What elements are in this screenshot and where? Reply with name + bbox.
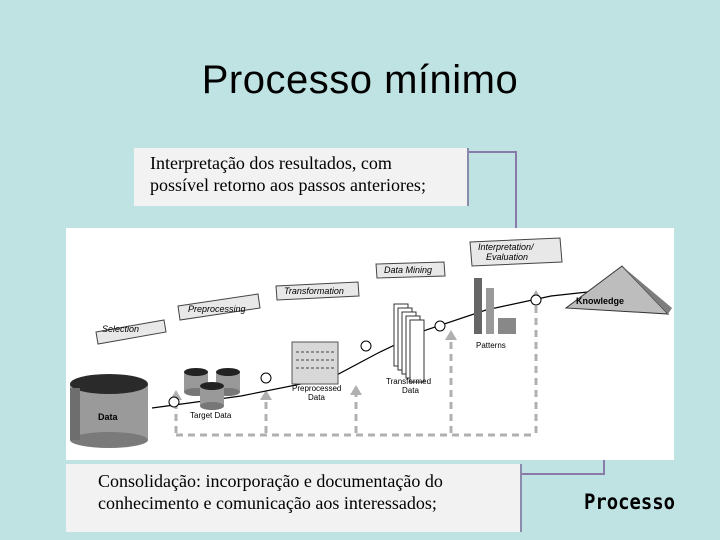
step-transformation: Transformation (276, 282, 359, 300)
step-interpretation-label-1: Interpretation/ (478, 242, 535, 252)
target-data-cylinders: Target Data (184, 368, 240, 420)
target-data-label: Target Data (190, 411, 232, 420)
interpretation-note-line-1: Interpretação dos resultados, com (150, 152, 467, 174)
process-label: Processo (584, 490, 675, 514)
interpretation-note: Interpretação dos resultados, com possív… (134, 148, 469, 206)
knowledge-pyramid: Knowledge (566, 266, 672, 314)
transformed-data-stack (394, 304, 424, 382)
preprocessed-label-1: Preprocessed (292, 384, 341, 393)
step-transformation-label: Transformation (284, 286, 344, 296)
consolidation-note-line-1: Consolidação: incorporação e documentaçã… (98, 470, 520, 492)
patterns-label: Patterns (476, 341, 506, 350)
patterns-chart: Patterns (474, 278, 516, 350)
step-data-mining: Data Mining (376, 262, 445, 278)
consolidation-note: Consolidação: incorporação e documentaçã… (66, 464, 522, 532)
consolidation-note-line-2: conhecimento e comunicação aos interessa… (98, 492, 520, 514)
connector-top (469, 152, 516, 236)
step-interpretation-label-2: Evaluation (486, 252, 528, 262)
step-preprocessing-label: Preprocessing (188, 304, 246, 314)
interpretation-note-line-2: possível retorno aos passos anteriores; (150, 174, 467, 196)
step-data-mining-label: Data Mining (384, 265, 432, 275)
kdd-process-diagram: Selection Preprocessing Transformation D… (66, 228, 674, 460)
preprocessed-label-2: Data (308, 393, 325, 402)
data-cylinder: Data (70, 374, 148, 448)
transformed-label-2: Data (402, 386, 419, 395)
step-interpretation: Interpretation/ Evaluation (470, 238, 562, 266)
data-label: Data (98, 412, 119, 422)
knowledge-label: Knowledge (576, 296, 624, 306)
step-selection-label: Selection (102, 324, 139, 334)
step-preprocessing: Preprocessing (178, 294, 260, 320)
step-selection: Selection (96, 320, 166, 344)
transformed-label-1: Transformed (386, 377, 431, 386)
preprocessed-data: Preprocessed Data (292, 342, 341, 402)
